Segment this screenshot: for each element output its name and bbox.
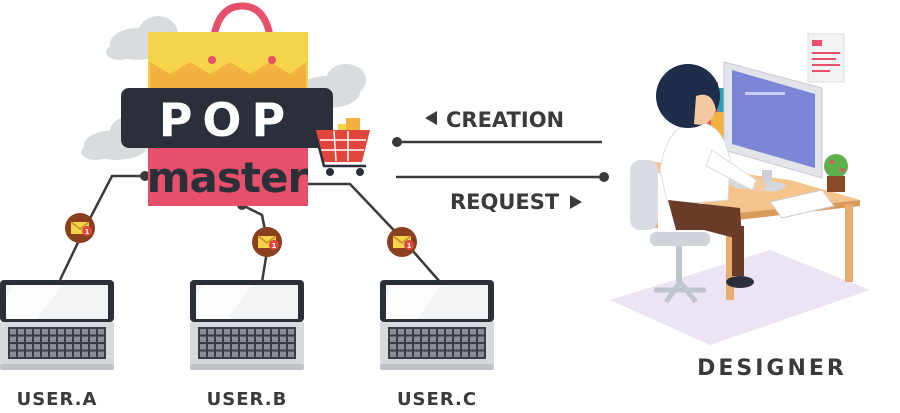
shopping-cart-icon xyxy=(305,118,370,176)
popmaster-logo: POP master xyxy=(81,2,370,206)
envelope-badge: 1 xyxy=(85,228,90,236)
designer-label: DESIGNER xyxy=(697,356,847,381)
chair-icon xyxy=(630,160,710,304)
user-label: USER.A xyxy=(17,389,98,410)
request-arrow: REQUEST xyxy=(396,172,609,214)
envelope-badge: 1 xyxy=(407,242,412,250)
envelope-icon: 1 xyxy=(387,227,417,257)
user-label: USER.C xyxy=(397,389,477,410)
creation-arrow: CREATION xyxy=(392,108,602,147)
designer-illustration xyxy=(610,33,870,345)
logo-top-word: POP xyxy=(159,93,296,147)
laptop-icon xyxy=(190,280,304,370)
papers xyxy=(769,189,835,219)
logo-bottom-word: master xyxy=(147,153,309,202)
laptop-icon xyxy=(0,280,114,370)
creation-label: CREATION xyxy=(446,108,564,132)
envelope-badge: 1 xyxy=(272,242,277,250)
floor-shadow xyxy=(610,250,870,345)
laptop-icon xyxy=(380,280,494,370)
arrow-right-icon xyxy=(570,195,582,209)
envelope-icon: 1 xyxy=(65,213,95,243)
arrow-left-icon xyxy=(425,111,437,125)
user-label: USER.B xyxy=(207,389,288,410)
envelope-icon: 1 xyxy=(252,227,282,257)
request-label: REQUEST xyxy=(450,190,560,214)
monitor-icon xyxy=(723,61,823,191)
node-dot xyxy=(140,171,150,181)
wall-note-icon xyxy=(807,33,845,83)
plant-icon xyxy=(824,154,848,192)
designer-person xyxy=(656,64,766,288)
